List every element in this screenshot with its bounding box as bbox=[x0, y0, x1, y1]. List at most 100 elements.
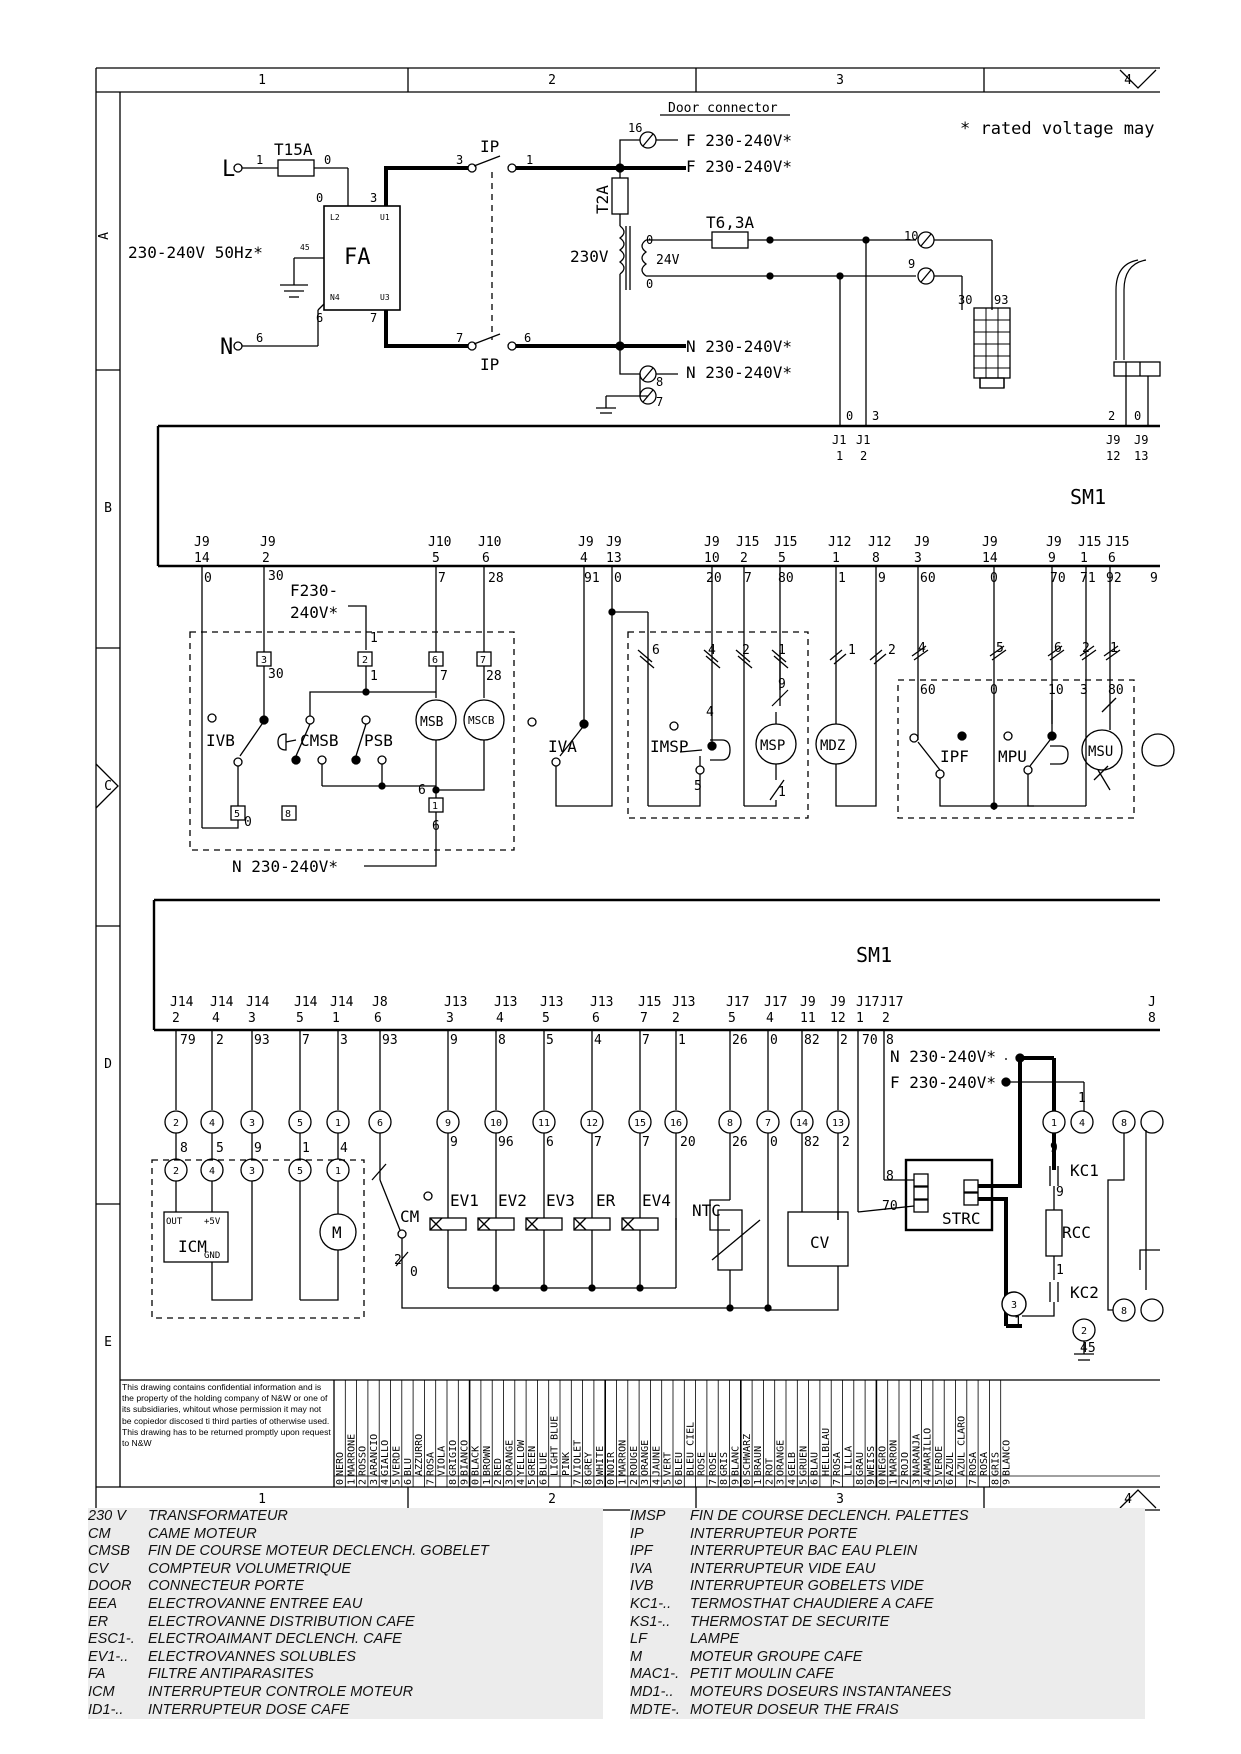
svg-text:6: 6 bbox=[432, 655, 438, 666]
svg-text:J13: J13 bbox=[494, 995, 517, 1010]
svg-text:8: 8 bbox=[1121, 1118, 1127, 1129]
svg-text:0: 0 bbox=[646, 277, 653, 291]
legend-description: MOTEURS DOSEURS INSTANTANEES bbox=[690, 1683, 952, 1700]
transformer-primary-label: 230V bbox=[570, 247, 609, 266]
svg-text:J10: J10 bbox=[478, 535, 501, 550]
svg-text:14: 14 bbox=[194, 551, 210, 566]
color-name: NERO bbox=[335, 1452, 346, 1476]
svg-text:12: 12 bbox=[830, 1011, 846, 1026]
color-name: AZUL bbox=[945, 1452, 956, 1476]
color-code-number: 1 bbox=[482, 1479, 493, 1485]
door-switch-ip-label: IP bbox=[480, 355, 499, 374]
svg-text:4: 4 bbox=[594, 1033, 602, 1048]
svg-text:3: 3 bbox=[456, 153, 463, 167]
color-name: NEGRO bbox=[877, 1446, 888, 1476]
color-code-number: 8 bbox=[448, 1479, 459, 1485]
fa-pin-label: U3 bbox=[380, 293, 390, 302]
svg-text:8: 8 bbox=[886, 1033, 894, 1048]
svg-text:93: 93 bbox=[994, 293, 1008, 307]
svg-text:2: 2 bbox=[888, 643, 896, 658]
svg-text:J15: J15 bbox=[774, 535, 797, 550]
color-name: GIALLO bbox=[380, 1440, 391, 1476]
svg-text:5: 5 bbox=[432, 551, 440, 566]
svg-text:0: 0 bbox=[1134, 409, 1141, 423]
legend-row: ID1-..INTERRUPTEUR DOSE CAFE bbox=[88, 1702, 603, 1720]
svg-text:5: 5 bbox=[297, 1118, 303, 1129]
svg-text:5: 5 bbox=[216, 1141, 224, 1156]
color-name: HELLBLAU bbox=[821, 1428, 832, 1476]
color-code-number: 6 bbox=[538, 1479, 549, 1485]
col-label: 1 bbox=[258, 1492, 266, 1507]
color-name: AMARILLO bbox=[923, 1428, 934, 1476]
svg-text:7: 7 bbox=[744, 571, 752, 586]
svg-text:7: 7 bbox=[640, 1011, 648, 1026]
ev1-label: EV1 bbox=[450, 1191, 479, 1210]
fa-pin-label: U1 bbox=[380, 213, 390, 222]
svg-text:20: 20 bbox=[680, 1135, 696, 1150]
svg-text:2: 2 bbox=[173, 1118, 179, 1129]
row-label: C bbox=[104, 779, 112, 794]
color-name: ORANGE bbox=[776, 1440, 787, 1476]
svg-text:1: 1 bbox=[335, 1118, 341, 1129]
svg-text:6: 6 bbox=[418, 783, 426, 798]
row-label: D bbox=[104, 1057, 112, 1072]
color-name: ROSSO bbox=[358, 1446, 369, 1476]
row-label: B bbox=[104, 501, 112, 516]
svg-text:2: 2 bbox=[842, 1135, 850, 1150]
svg-text:70: 70 bbox=[862, 1033, 878, 1048]
color-name: GRIS bbox=[990, 1452, 1001, 1476]
legend-description: TERMOSTHAT CHAUDIERE A CAFE bbox=[690, 1595, 934, 1612]
sm1-board-lower bbox=[152, 898, 1160, 1032]
color-name: GREEN bbox=[527, 1446, 538, 1476]
color-name: ROSA bbox=[425, 1452, 436, 1476]
svg-text:7: 7 bbox=[440, 669, 448, 684]
svg-text:3: 3 bbox=[1080, 683, 1088, 698]
color-name: VIOLA bbox=[437, 1446, 448, 1476]
color-code-number: 9 bbox=[866, 1479, 877, 1485]
svg-text:28: 28 bbox=[486, 669, 502, 684]
svg-text:1: 1 bbox=[1080, 551, 1088, 566]
color-code-number: 7 bbox=[968, 1479, 979, 1485]
f-line-label: F 230-240V* bbox=[686, 131, 792, 150]
legend-row: KC1-..TERMOSTHAT CHAUDIERE A CAFE bbox=[630, 1596, 1145, 1614]
rated-voltage-note: * rated voltage may bbox=[960, 119, 1154, 139]
legend-description: THERMOSTAT DE SECURITE bbox=[690, 1613, 890, 1630]
legend-description: FILTRE ANTIPARASITES bbox=[148, 1666, 314, 1683]
legend-code: CM bbox=[88, 1525, 111, 1542]
kc2-label: KC2 bbox=[1070, 1283, 1099, 1302]
svg-text:J1: J1 bbox=[856, 433, 870, 447]
n-line-label: N 230-240V* bbox=[686, 337, 792, 356]
ev3-label: EV3 bbox=[546, 1191, 575, 1210]
color-code-number: 2 bbox=[629, 1479, 640, 1485]
color-name: BLEU bbox=[674, 1452, 685, 1476]
svg-text:1: 1 bbox=[856, 1011, 864, 1026]
svg-text:0: 0 bbox=[846, 409, 853, 423]
fa-pin-label: N4 bbox=[330, 293, 340, 302]
legend-code: LF bbox=[630, 1631, 647, 1648]
svg-text:7: 7 bbox=[438, 571, 446, 586]
color-code-number: 7 bbox=[425, 1479, 436, 1485]
svg-text:6: 6 bbox=[524, 331, 531, 345]
color-code-number: 5 bbox=[392, 1479, 403, 1485]
svg-text:14: 14 bbox=[982, 551, 998, 566]
svg-text:26: 26 bbox=[732, 1135, 748, 1150]
legend-code: IMSP bbox=[630, 1508, 666, 1524]
msb-label: MSB bbox=[420, 715, 444, 730]
svg-text:3: 3 bbox=[446, 1011, 454, 1026]
svg-text:8: 8 bbox=[872, 551, 880, 566]
ev4-label: EV4 bbox=[642, 1191, 671, 1210]
svg-text:3: 3 bbox=[914, 551, 922, 566]
color-name: BLAU bbox=[810, 1452, 821, 1476]
svg-text:8: 8 bbox=[1148, 1011, 1156, 1026]
svg-text:2: 2 bbox=[840, 1033, 848, 1048]
svg-text:9: 9 bbox=[254, 1141, 262, 1156]
color-name: GRAU bbox=[855, 1452, 866, 1476]
color-name: VERDE bbox=[934, 1446, 945, 1476]
color-name: ARANCIO bbox=[369, 1434, 380, 1476]
cmsb-label: CMSB bbox=[300, 731, 339, 750]
color-name: AZUL CLARO bbox=[957, 1416, 968, 1476]
svg-text:8: 8 bbox=[656, 375, 663, 389]
svg-text:3: 3 bbox=[370, 191, 377, 205]
